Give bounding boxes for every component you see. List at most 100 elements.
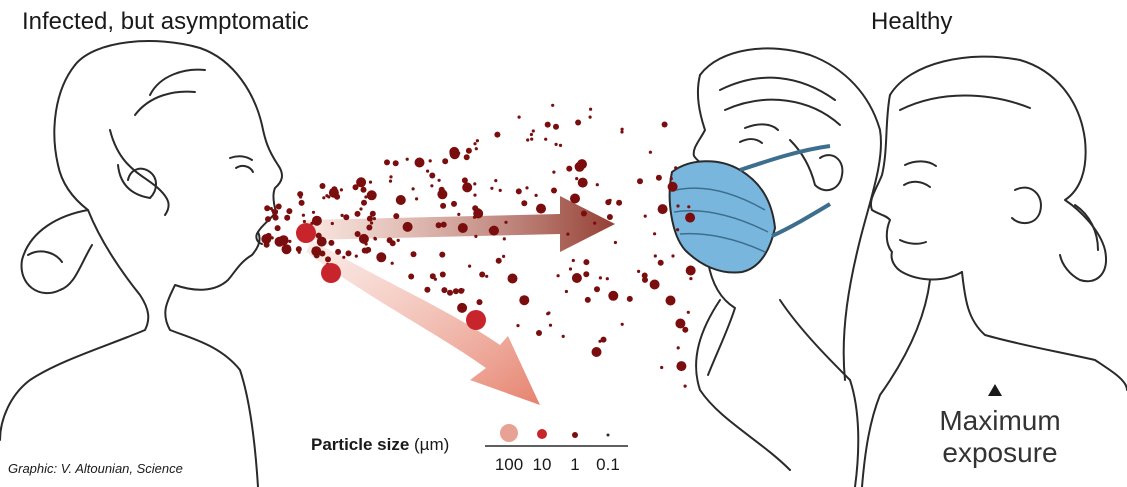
- particle: [536, 330, 542, 336]
- particle: [384, 159, 390, 165]
- particle: [391, 262, 394, 265]
- particle: [438, 179, 441, 182]
- particle: [366, 225, 372, 231]
- particle: [675, 319, 685, 329]
- particle: [312, 211, 315, 214]
- particle: [654, 254, 657, 257]
- particle: [485, 275, 488, 278]
- particle: [555, 143, 558, 146]
- particle: [535, 194, 538, 197]
- particle: [457, 303, 467, 313]
- particle: [676, 361, 686, 371]
- particle: [649, 151, 652, 154]
- particle: [342, 256, 345, 259]
- particle: [370, 211, 376, 217]
- particle: [462, 182, 472, 192]
- particle: [322, 196, 325, 199]
- particle: [566, 233, 569, 236]
- particle: [270, 207, 273, 210]
- particle: [286, 208, 292, 214]
- particle: [472, 205, 478, 211]
- large-droplet: [296, 223, 316, 243]
- legend-dot-0.1: [607, 434, 610, 437]
- particle: [499, 189, 502, 192]
- particle: [518, 116, 521, 119]
- particle: [662, 122, 668, 128]
- particle: [684, 385, 687, 388]
- particle: [355, 255, 358, 258]
- particle: [549, 324, 552, 327]
- particle: [671, 254, 674, 257]
- particle: [489, 226, 499, 236]
- particle: [658, 260, 664, 266]
- particle: [370, 221, 373, 224]
- infected-person-figure: [0, 41, 282, 487]
- mask-strap-lower: [772, 204, 830, 236]
- particle: [508, 274, 518, 284]
- particle: [572, 273, 582, 283]
- particle: [376, 252, 386, 262]
- particle: [473, 216, 476, 219]
- particle: [415, 158, 425, 168]
- legend-unit: (µm): [414, 435, 449, 454]
- particle: [451, 201, 457, 207]
- particle: [440, 272, 446, 278]
- particle: [637, 178, 643, 184]
- particle: [403, 222, 413, 232]
- particle: [319, 251, 325, 257]
- particle: [589, 108, 592, 111]
- particle: [687, 311, 690, 314]
- particle: [589, 116, 592, 119]
- particle: [387, 237, 393, 243]
- particle: [303, 220, 306, 223]
- particle: [424, 287, 430, 293]
- particle: [674, 166, 677, 169]
- infected-label: Infected, but asymptomatic: [22, 8, 309, 36]
- exposure-pointer-icon: [988, 384, 1002, 396]
- particle: [551, 188, 557, 194]
- particle: [637, 270, 640, 273]
- particle: [566, 166, 572, 172]
- particle: [273, 215, 279, 221]
- particle: [298, 251, 301, 254]
- particle: [450, 149, 460, 159]
- particle: [406, 158, 409, 161]
- healthy-label: Healthy: [871, 8, 952, 36]
- particle: [656, 175, 662, 181]
- particle: [545, 122, 551, 128]
- particle: [334, 194, 340, 200]
- particle: [408, 274, 414, 280]
- short-range-droplet-arrow: [306, 240, 540, 405]
- particle: [393, 160, 399, 166]
- particle: [397, 239, 400, 242]
- particle: [473, 194, 476, 197]
- particle: [461, 289, 464, 292]
- particle: [412, 187, 415, 190]
- particle: [592, 347, 602, 357]
- particle: [288, 240, 291, 243]
- particle: [341, 214, 344, 217]
- particle: [271, 236, 274, 239]
- large-droplet: [466, 310, 486, 330]
- particle: [439, 252, 445, 258]
- particle: [532, 129, 535, 132]
- particle: [494, 179, 497, 182]
- particle: [275, 210, 278, 213]
- particle: [572, 259, 575, 262]
- particle: [365, 247, 371, 253]
- particle: [316, 233, 322, 239]
- particle: [442, 158, 448, 164]
- particle: [599, 276, 602, 279]
- particle: [285, 215, 288, 218]
- particle: [474, 235, 477, 238]
- particle: [660, 366, 663, 369]
- exposure-line-2: exposure: [920, 437, 1080, 469]
- exposure-line-1: Maximum: [920, 405, 1080, 437]
- particle: [620, 130, 623, 133]
- particle: [607, 214, 613, 220]
- particle: [426, 170, 429, 173]
- particle: [313, 221, 316, 224]
- particle: [552, 171, 555, 174]
- particle: [516, 324, 519, 327]
- particle: [653, 232, 656, 235]
